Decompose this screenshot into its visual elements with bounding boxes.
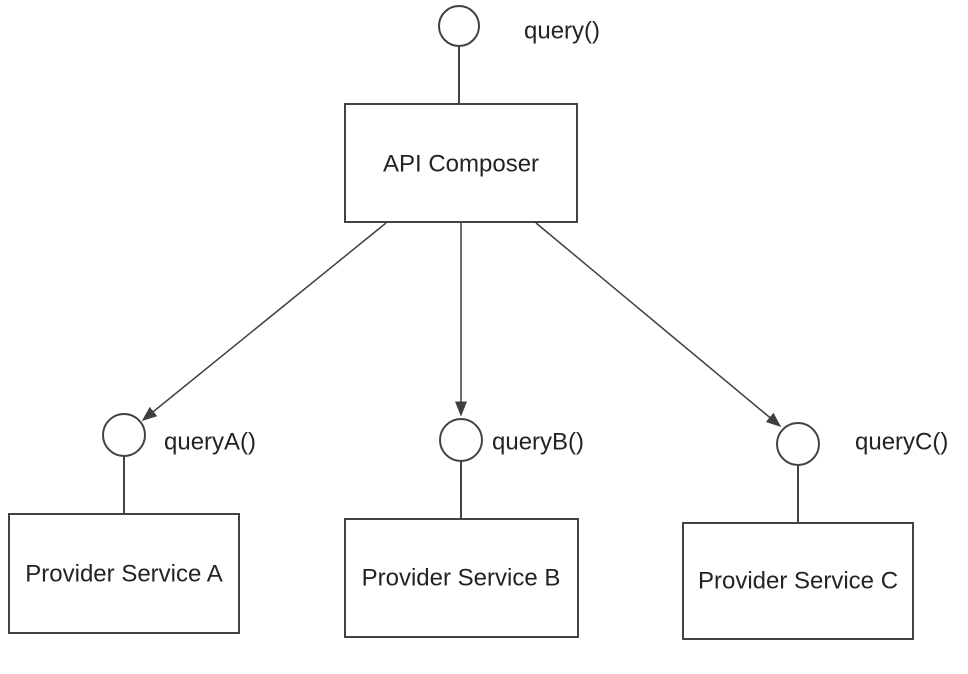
composer-box	[344, 103, 578, 223]
provider-b-label: Provider Service B	[362, 565, 561, 592]
provider-b-interface-label: queryB()	[492, 429, 584, 456]
edge-composer-to-provider-a	[141, 222, 387, 421]
provider-c-label: Provider Service C	[698, 568, 898, 595]
provider-c-group: queryC() Provider Service C	[682, 422, 948, 640]
composer-interface-circle	[438, 5, 480, 47]
provider-b-interface-circle	[439, 418, 483, 462]
edge-composer-to-provider-c	[535, 222, 782, 427]
provider-a-interface-label: queryA()	[164, 429, 256, 456]
provider-a-box	[8, 513, 240, 634]
provider-c-interface-label: queryC()	[855, 429, 948, 456]
composer-label: API Composer	[383, 151, 539, 178]
composer-interface-label: query()	[524, 18, 600, 45]
provider-a-label: Provider Service A	[25, 561, 222, 588]
provider-c-box	[682, 522, 914, 640]
composer-interface: query()	[438, 5, 600, 104]
provider-a-group: queryA() Provider Service A	[8, 413, 256, 634]
provider-b-box	[344, 518, 579, 638]
provider-a-interface-circle	[102, 413, 146, 457]
provider-b-group: queryB() Provider Service B	[344, 418, 584, 638]
composer-node: API Composer	[344, 103, 578, 223]
provider-c-interface-circle	[776, 422, 820, 466]
